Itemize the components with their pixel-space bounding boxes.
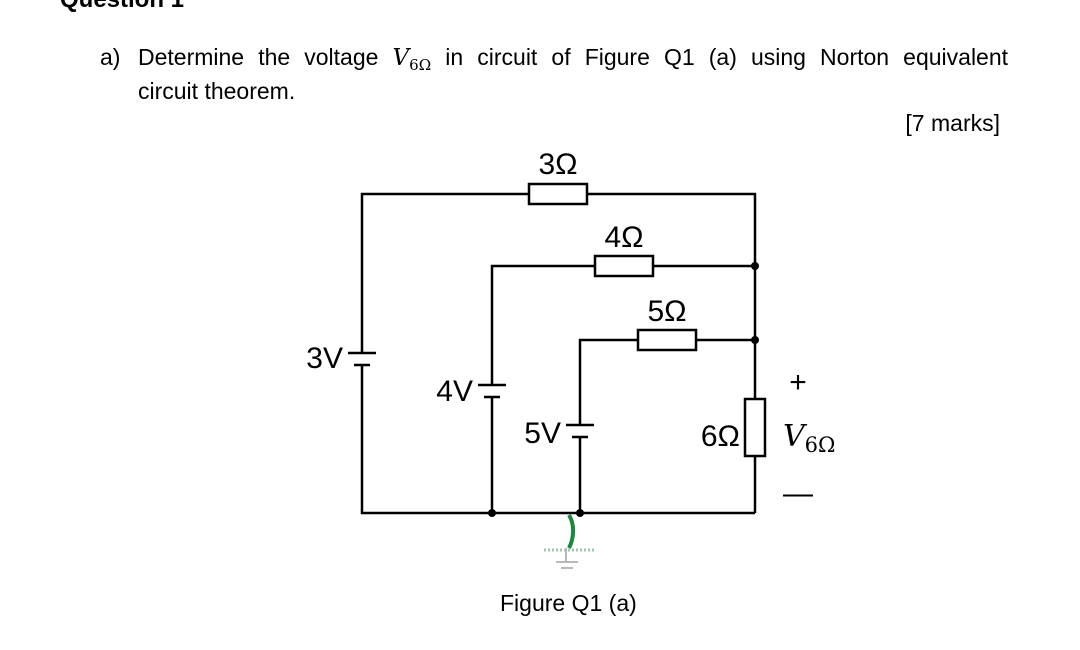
v6-label: V6Ω bbox=[783, 419, 835, 457]
question-line-1: Determine the voltage V6Ω in circuit of … bbox=[138, 40, 1008, 82]
question-line-2: circuit theorem. bbox=[138, 78, 296, 104]
figure-caption: Figure Q1 (a) bbox=[500, 590, 637, 616]
resistor-3ohm bbox=[527, 182, 589, 206]
junction-dot bbox=[488, 509, 496, 517]
resistor-5ohm bbox=[636, 328, 698, 352]
voltage-symbol: V bbox=[392, 45, 410, 71]
label-4v: 4V bbox=[436, 375, 473, 408]
label-3ohm: 3Ω bbox=[538, 148, 577, 181]
label-3v: 3V bbox=[306, 342, 343, 375]
label-5ohm: 5Ω bbox=[647, 295, 686, 328]
wire-4ohm-left bbox=[490, 264, 595, 385]
resistor-4ohm bbox=[593, 254, 655, 278]
voltage-subscript: 6Ω bbox=[409, 56, 432, 74]
v6-subscript: 6Ω bbox=[805, 433, 836, 457]
plus-sign: + bbox=[789, 366, 807, 399]
minus-sign: — bbox=[783, 477, 813, 510]
junction-dot bbox=[576, 509, 584, 517]
wire-top bbox=[360, 192, 529, 353]
question-label: a) bbox=[100, 44, 121, 70]
wire-bottom bbox=[360, 365, 755, 515]
v6-symbol: V bbox=[783, 419, 808, 454]
wire-5ohm-left bbox=[578, 338, 638, 425]
wire-top-right bbox=[587, 192, 757, 399]
wires bbox=[360, 192, 757, 515]
ground-wire-mark bbox=[567, 513, 576, 549]
junction-dot bbox=[751, 262, 759, 270]
label-5v: 5V bbox=[524, 417, 561, 450]
question-heading: Question 1 bbox=[60, 0, 184, 14]
resistor-6ohm bbox=[743, 397, 767, 458]
marks-label: [7 marks] bbox=[905, 110, 1000, 136]
question-text-before: Determine the voltage bbox=[138, 44, 379, 70]
label-4ohm: 4Ω bbox=[604, 221, 643, 254]
question-text-after: in circuit of Figure Q1 (a) using Norton… bbox=[445, 44, 1009, 70]
label-6ohm: 6Ω bbox=[701, 420, 740, 453]
junction-dot bbox=[751, 336, 759, 344]
ground-symbol bbox=[544, 513, 594, 569]
